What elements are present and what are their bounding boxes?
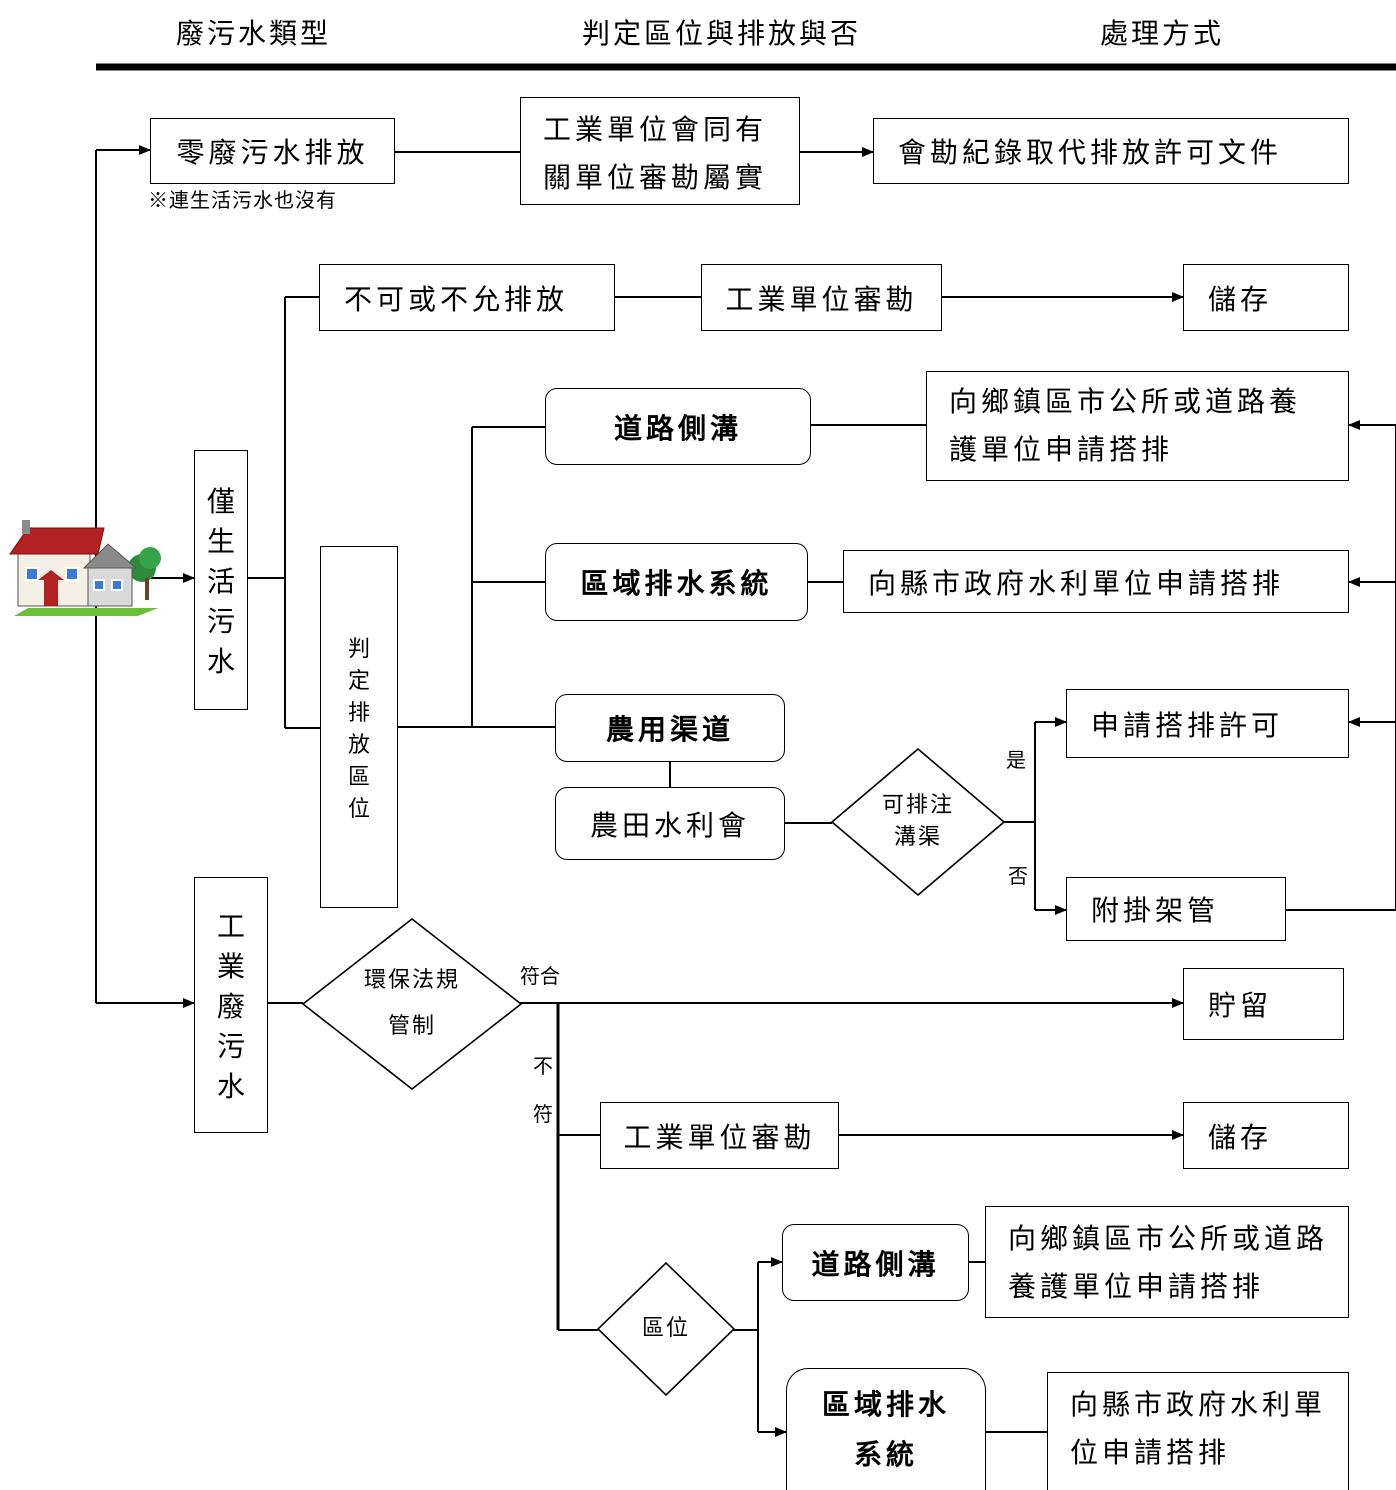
industrial-char: 業 bbox=[216, 950, 245, 983]
header-location: 判定區位與排放與否 bbox=[582, 17, 862, 50]
judge-char: 區 bbox=[347, 765, 370, 790]
joint-audit-line2: 關單位審勘屬實 bbox=[543, 161, 768, 194]
domestic-char: 生 bbox=[206, 525, 235, 558]
domestic-char: 污 bbox=[206, 605, 235, 638]
not-comply-label-2: 符 bbox=[533, 1102, 553, 1126]
domestic-char: 水 bbox=[206, 645, 235, 678]
road-ditch-box: 道路側溝 bbox=[545, 388, 811, 465]
house-icon bbox=[9, 520, 161, 616]
industrial-road-ditch-box: 道路側溝 bbox=[782, 1224, 969, 1301]
can-discharge-diamond bbox=[831, 748, 1005, 896]
regional-apply-box: 向縣市政府水利單位申請搭排 bbox=[843, 550, 1349, 613]
can-discharge-label: 可排注 溝渠 bbox=[831, 748, 1005, 896]
industrial-road-apply-line2: 養護單位申請搭排 bbox=[1008, 1270, 1265, 1303]
industrial-char: 水 bbox=[216, 1070, 245, 1103]
industrial-regional-apply-line1: 向縣市政府水利單 bbox=[1070, 1388, 1327, 1421]
industrial-audit-box: 工業單位審勘 bbox=[600, 1102, 839, 1169]
location-label: 區位 bbox=[641, 1316, 690, 1341]
can-discharge-line1: 可排注 bbox=[881, 793, 954, 818]
road-apply-line1: 向鄉鎮區市公所或道路養 bbox=[949, 385, 1302, 418]
industrial-wastewater-box: 工 業 廢 污 水 bbox=[194, 877, 268, 1133]
judge-char: 判 bbox=[347, 637, 370, 662]
header-treatment: 處理方式 bbox=[1100, 17, 1225, 50]
industrial-char: 工 bbox=[216, 910, 245, 943]
regional-drainage-box: 區域排水系統 bbox=[545, 543, 808, 621]
regulation-diamond bbox=[302, 918, 522, 1090]
attached-pipe-box: 附掛架管 bbox=[1066, 877, 1286, 941]
industrial-regional-apply-line2: 位申請搭排 bbox=[1070, 1436, 1231, 1469]
industrial-road-apply-box: 向鄉鎮區市公所或道路 養護單位申請搭排 bbox=[985, 1206, 1349, 1318]
comply-label: 符合 bbox=[520, 964, 560, 988]
joint-audit-line1: 工業單位會同有 bbox=[543, 113, 768, 146]
header-waste-type: 廢污水類型 bbox=[176, 17, 332, 50]
industrial-regional-box: 區域排水 系統 bbox=[786, 1368, 986, 1490]
joint-audit-box: 工業單位會同有 關單位審勘屬實 bbox=[520, 97, 800, 205]
judge-char: 排 bbox=[347, 701, 370, 726]
can-discharge-line2: 溝渠 bbox=[893, 825, 942, 850]
domestic-storage-box: 儲存 bbox=[1183, 264, 1349, 331]
judge-char: 位 bbox=[347, 797, 370, 822]
judge-location-box: 判 定 排 放 區 位 bbox=[320, 546, 398, 908]
record-replaces-permit-box: 會勘紀錄取代排放許可文件 bbox=[873, 118, 1349, 184]
domestic-audit-box: 工業單位審勘 bbox=[701, 264, 942, 331]
apply-permit-box: 申請搭排許可 bbox=[1066, 689, 1349, 758]
industrial-regional-line1: 區域排水 bbox=[821, 1387, 950, 1421]
domestic-char: 活 bbox=[206, 565, 235, 598]
industrial-regional-line2: 系統 bbox=[853, 1437, 918, 1471]
road-apply-line2: 護單位申請搭排 bbox=[949, 433, 1174, 466]
road-apply-box: 向鄉鎮區市公所或道路養 護單位申請搭排 bbox=[926, 371, 1349, 481]
judge-char: 定 bbox=[347, 669, 370, 694]
industrial-road-apply-line1: 向鄉鎮區市公所或道路 bbox=[1008, 1222, 1329, 1255]
not-comply-label-1: 不 bbox=[533, 1054, 553, 1078]
zero-discharge-box: 零廢污水排放 bbox=[150, 118, 395, 184]
location-diamond bbox=[597, 1262, 735, 1396]
irrigation-assoc-box: 農田水利會 bbox=[555, 787, 785, 860]
no-label: 否 bbox=[1008, 864, 1028, 888]
regulation-line2: 管制 bbox=[387, 1014, 436, 1039]
regulation-line1: 環保法規 bbox=[363, 968, 460, 993]
domestic-wastewater-box: 僅 生 活 污 水 bbox=[194, 450, 248, 710]
industrial-regional-apply-box: 向縣市政府水利單 位申請搭排 bbox=[1047, 1372, 1349, 1490]
industrial-storage-box: 儲存 bbox=[1183, 1102, 1349, 1169]
retain-box: 貯留 bbox=[1183, 968, 1344, 1040]
judge-char: 放 bbox=[347, 733, 370, 758]
industrial-char: 污 bbox=[216, 1030, 245, 1063]
yes-label: 是 bbox=[1006, 748, 1026, 772]
farm-channel-box: 農用渠道 bbox=[555, 694, 785, 762]
not-allowed-box: 不可或不允排放 bbox=[319, 264, 615, 331]
zero-discharge-note: ※連生活污水也沒有 bbox=[148, 188, 337, 212]
industrial-char: 廢 bbox=[216, 990, 245, 1023]
regulation-label: 環保法規 管制 bbox=[302, 918, 522, 1090]
domestic-char: 僅 bbox=[206, 485, 235, 518]
